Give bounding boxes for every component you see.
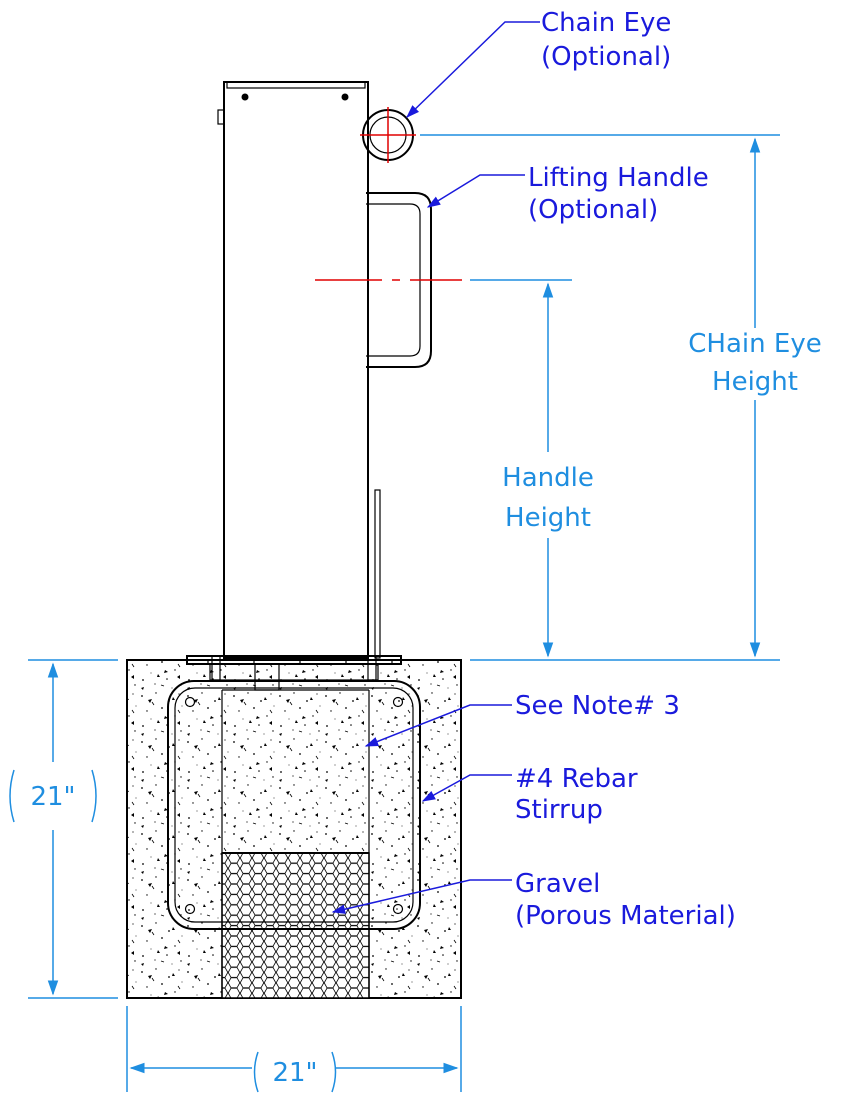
gravel-core [221,852,370,999]
handle-height-label-line2: Height [505,503,591,533]
lifting-handle-leader [426,174,525,208]
chain-eye-height-label-line1: CHain Eye [688,329,821,359]
gravel-leader [331,879,512,914]
rebar-stirrup [167,680,421,930]
chain-eye-label-line1: Chain Eye [541,8,671,38]
lifting-handle-label-line1: Lifting Handle [528,163,709,193]
footing-width-dimension [126,1006,462,1093]
base-plate [186,655,402,691]
concrete-footing [126,659,462,999]
gravel-label-line2: (Porous Material) [515,901,736,931]
chain-eye-height-label-line2: Height [712,367,798,397]
chain-eye-label-line2: (Optional) [541,42,671,72]
chain-eye-height-dimension [420,134,780,661]
footing-width-value: 21" [272,1058,317,1088]
chain-eye [360,107,416,163]
rebar-label-line1: #4 Rebar [515,764,638,794]
handle-height-dimension [470,279,572,658]
rebar-label-line2: Stirrup [515,795,603,825]
bollard-post [217,81,381,659]
see-note-leader [364,704,512,747]
see-note-label: See Note# 3 [515,691,680,721]
rebar-leader [421,774,512,802]
chain-eye-leader [406,21,540,118]
gravel-label-line1: Gravel [515,869,600,899]
footing-height-dimension [9,659,118,999]
handle-height-label-line1: Handle [502,463,594,493]
footing-height-value: 21" [30,782,75,812]
lifting-handle-label-line2: (Optional) [528,195,658,225]
